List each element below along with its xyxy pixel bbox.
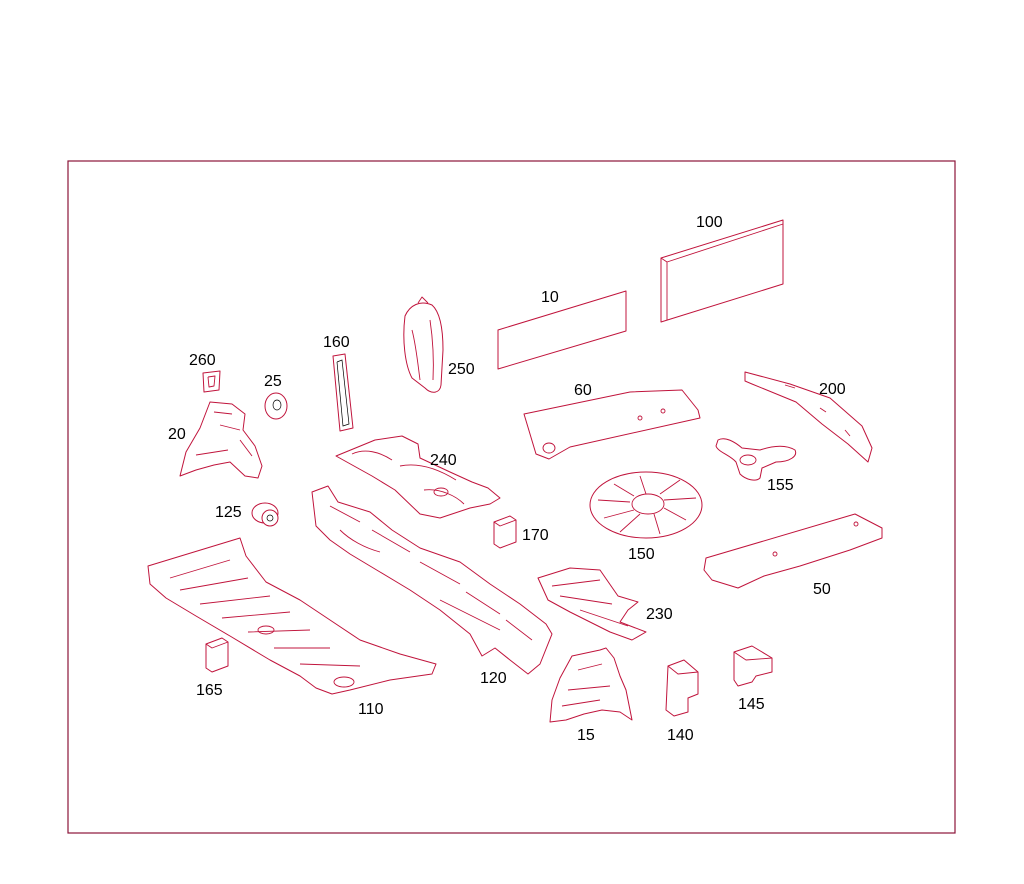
part-200-trim[interactable]	[744, 371, 873, 463]
label-150: 150	[628, 546, 655, 563]
label-145: 145	[738, 696, 765, 713]
part-60-floor-panel[interactable]	[523, 389, 701, 460]
part-120-tunnel[interactable]	[311, 485, 553, 675]
part-50-panel[interactable]	[703, 513, 883, 589]
label-10: 10	[541, 289, 559, 306]
part-20-liner[interactable]	[179, 401, 263, 479]
part-110-firewall[interactable]	[147, 537, 437, 695]
label-250: 250	[448, 361, 475, 378]
label-240: 240	[430, 452, 457, 469]
part-170-block[interactable]	[493, 515, 517, 549]
label-160: 160	[323, 334, 350, 351]
part-240-mat[interactable]	[335, 435, 501, 519]
part-155-bracket[interactable]	[715, 438, 797, 481]
label-60: 60	[574, 382, 592, 399]
label-200: 200	[819, 381, 846, 398]
label-260: 260	[189, 352, 216, 369]
part-160-strip[interactable]	[332, 353, 354, 432]
label-100: 100	[696, 214, 723, 231]
part-230-insulation[interactable]	[537, 567, 647, 641]
part-25-washer[interactable]	[264, 392, 288, 420]
label-170: 170	[522, 527, 549, 544]
label-15: 15	[577, 727, 595, 744]
label-165: 165	[196, 682, 223, 699]
label-230: 230	[646, 606, 673, 623]
label-20: 20	[168, 426, 186, 443]
part-10-pad[interactable]	[497, 290, 627, 370]
label-140: 140	[667, 727, 694, 744]
label-125: 125	[215, 504, 242, 521]
part-250-insulation[interactable]	[403, 296, 444, 393]
part-125-fastener[interactable]	[251, 502, 279, 527]
part-260-clip[interactable]	[202, 370, 221, 393]
label-155: 155	[767, 477, 794, 494]
label-110: 110	[358, 701, 384, 718]
label-50: 50	[813, 581, 831, 598]
part-150-round-mat[interactable]	[589, 471, 703, 539]
part-145-block[interactable]	[733, 645, 773, 687]
part-100-pad[interactable]	[660, 219, 784, 323]
part-140-block[interactable]	[665, 659, 699, 717]
part-15-liner[interactable]	[549, 647, 633, 723]
diagram-frame	[67, 160, 956, 834]
label-120: 120	[480, 670, 507, 687]
label-25: 25	[264, 373, 282, 390]
part-165-block[interactable]	[205, 637, 229, 673]
